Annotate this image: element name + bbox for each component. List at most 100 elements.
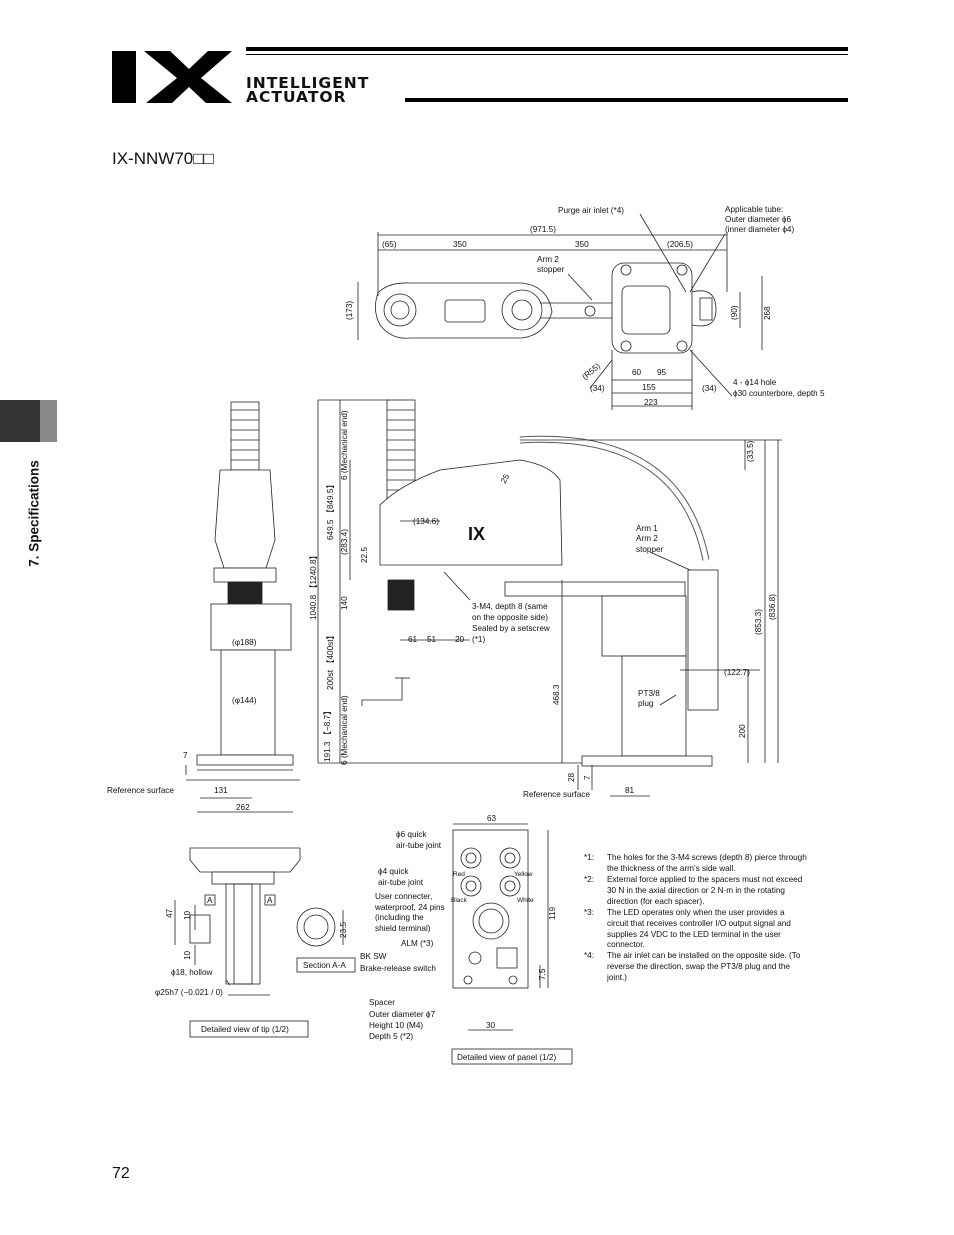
screw-note-2: on the opposite side): [472, 613, 548, 622]
dim-140: 140: [340, 596, 349, 610]
dim-r55: (R55): [581, 361, 603, 381]
dim-350-b: 350: [575, 240, 589, 249]
brand-name: INTELLIGENT ACTUATOR: [246, 74, 370, 105]
note-3-mark: *3:: [584, 908, 594, 917]
brand-line-1: INTELLIGENT: [246, 74, 370, 92]
tip-detail-text: 47 10 10 23.5 ϕ18, hollow φ25h7 (−0.021 …: [155, 896, 348, 1034]
notes: *1: The holes for the 3-M4 screws (depth…: [584, 853, 807, 982]
tip-caption: Detailed view of tip (1/2): [201, 1025, 289, 1034]
dim-649-5: 649.5 【849.5】: [326, 480, 335, 540]
quick6-label-2: air-tube joint: [396, 841, 442, 850]
note-2-line-1: External force applied to the spacers mu…: [607, 875, 803, 884]
ix-logo-icon: [112, 51, 232, 103]
dim-10-a: 10: [183, 910, 192, 920]
note-4-line-2: reverse the direction, swap the PT3/8 pl…: [607, 962, 790, 971]
color-black: Black: [451, 897, 468, 904]
dim-phi144: (φ144): [232, 696, 257, 705]
arm-stopper-3: stopper: [636, 545, 664, 554]
hollow-label: ϕ18, hollow: [171, 968, 213, 977]
spacer-label-1: Spacer: [369, 998, 395, 1007]
dim-7-front: 7: [183, 751, 188, 760]
dim-268: 268: [763, 306, 772, 320]
note-2-line-3: direction (for each spacer).: [607, 897, 704, 906]
dim-30: 30: [486, 1021, 496, 1030]
holes-label-1: 4 - ϕ14 hole: [733, 378, 777, 387]
dim-853-3: (853.3): [754, 609, 763, 635]
front-view: [185, 401, 300, 813]
note-2-mark: *2:: [584, 875, 594, 884]
tube-label-3: (inner diameter ϕ4): [725, 225, 794, 234]
dim-20: 20: [455, 635, 465, 644]
dim-mech-end-top: 6 (Mechanical end): [340, 410, 349, 480]
dim-350-a: 350: [453, 240, 467, 249]
note-1-mark: *1:: [584, 853, 594, 862]
dim-262: 262: [236, 803, 250, 812]
dim-173: (173): [345, 301, 354, 320]
dim-131: 131: [214, 786, 228, 795]
dim-200: 200: [738, 724, 747, 738]
section-aa-label: Section A-A: [303, 961, 346, 970]
screw-note-4: (*1): [472, 635, 485, 644]
note-4-line-3: joint.): [606, 973, 627, 982]
header-rule-top: [246, 47, 848, 51]
color-yellow: Yellow: [514, 871, 533, 878]
dim-155: 155: [642, 383, 656, 392]
dim-65: (65): [382, 240, 397, 249]
note-3-line-4: connector.: [607, 940, 645, 949]
dim-206-5: (206.5): [667, 240, 693, 249]
dim-51: 51: [427, 635, 437, 644]
quick4-label-2: air-tube joint: [378, 878, 424, 887]
arm2-stopper-label-1: Arm 2: [537, 255, 559, 264]
arm-stopper-1: Arm 1: [636, 524, 658, 533]
top-view-dim-text: (971.5) (65) 350 350 (206.5) (173) (90) …: [345, 205, 825, 407]
arm2-stopper-label-2: stopper: [537, 265, 565, 274]
purge-air-inlet-label: Purge air inlet (*4): [558, 206, 624, 215]
spacer-label-2: Outer diameter ϕ7: [369, 1010, 435, 1019]
arm-stopper-2: Arm 2: [636, 534, 658, 543]
side-view: [317, 399, 782, 797]
quick4-label-1: ϕ4 quick: [378, 867, 409, 876]
dim-10-b: 10: [183, 950, 192, 960]
dim-122-7: (122.7): [724, 668, 750, 677]
page-number: 72: [112, 1165, 130, 1182]
screw-note-3: Sealed by a setscrew: [472, 624, 550, 633]
spacer-label-4: Depth 5 (*2): [369, 1032, 413, 1041]
page-title: IX-NNW70□□: [112, 149, 214, 168]
dim-468-3: 468.3: [552, 684, 561, 705]
dim-971-5: (971.5): [530, 225, 556, 234]
top-view: [357, 213, 763, 410]
bksw-label-1: BK SW: [360, 952, 387, 961]
note-1-line-2: the thickness of the arm’s side wall.: [607, 864, 736, 873]
dim-mech-end-bottom: 6 (Mechanical end): [340, 695, 349, 765]
note-3-line-2: circuit that receives controller I/O out…: [607, 919, 791, 928]
bksw-label-2: Brake-release switch: [360, 964, 436, 973]
connector-label-4: shield terminal): [375, 924, 431, 933]
tube-label-2: Outer diameter ϕ6: [725, 215, 791, 224]
note-3-line-3: supplies 24 VDC to the LED terminal in t…: [607, 930, 781, 939]
quick6-label-1: ϕ6 quick: [396, 830, 427, 839]
dim-22-5: 22.5: [360, 547, 369, 563]
color-white: White: [517, 897, 534, 904]
note-2-line-2: 30 N in the axial direction or 2 N·m in …: [607, 886, 785, 895]
connector-label-2: waterproof, 24 pins: [374, 903, 445, 912]
dim-223: 223: [644, 398, 658, 407]
dim-1040-8: 1040.8 【1240.8】: [309, 551, 318, 620]
section-mark-right: A: [267, 896, 273, 905]
dim-81: 81: [625, 786, 635, 795]
dim-60: 60: [632, 368, 642, 377]
color-red: Red: [453, 871, 465, 878]
screw-note-1: 3-M4, depth 8 (same: [472, 602, 548, 611]
dim-283-4: (283.4): [340, 529, 349, 555]
note-4-mark: *4:: [584, 951, 594, 960]
holes-label-2: ϕ30 counterbore, depth 5: [733, 389, 825, 398]
chapter-tab-accent: [40, 400, 57, 442]
dim-191-3: 191.3 【−8.7】: [323, 707, 332, 762]
panel-caption: Detailed view of panel (1/2): [457, 1053, 556, 1062]
dim-61: 61: [408, 635, 418, 644]
panel-detail-text: 63 119 7.5 30 ϕ6 quick air-tube joint ϕ4…: [360, 814, 557, 1062]
panel-detail: [451, 823, 573, 1065]
alm-label: ALM (*3): [401, 939, 434, 948]
dim-7-5: 7.5: [538, 968, 547, 980]
dim-134-6: (134.6): [413, 517, 439, 526]
